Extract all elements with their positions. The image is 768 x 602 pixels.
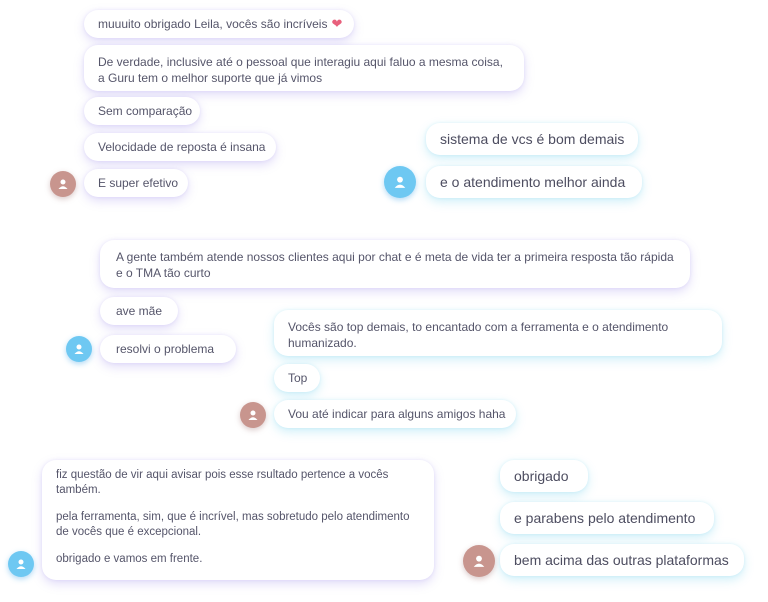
user-icon <box>50 171 76 197</box>
message-text: Top <box>288 371 308 385</box>
heart-icon: ❤ <box>331 16 343 31</box>
chat-bubble: bem acima das outras plataformas <box>500 544 744 576</box>
chat-bubble: muuuito obrigado Leila, vocês são incrív… <box>84 10 354 38</box>
user-icon <box>66 336 92 362</box>
chat-bubble: ave mãe <box>100 297 178 325</box>
chat-bubble: sistema de vcs é bom demais <box>426 123 638 155</box>
message-text: Vou até indicar para alguns amigos haha <box>288 407 506 421</box>
chat-bubble: Vocês são top demais, to encantado com a… <box>274 310 722 356</box>
chat-bubble: e parabens pelo atendimento <box>500 502 714 534</box>
chat-bubble: resolvi o problema <box>100 335 236 363</box>
chat-bubble: fiz questão de vir aqui avisar pois esse… <box>42 460 434 580</box>
message-paragraph: pela ferramenta, sim, que é incrível, ma… <box>56 511 410 538</box>
message-text: resolvi o problema <box>116 342 215 356</box>
chat-bubble: e o atendimento melhor ainda <box>426 166 642 198</box>
message-text: bem acima das outras plataformas <box>514 552 729 568</box>
message-text: E super efetivo <box>98 176 179 190</box>
message-paragraph: fiz questão de vir aqui avisar pois esse… <box>56 469 389 496</box>
chat-bubble: De verdade, inclusive até o pessoal que … <box>84 45 524 91</box>
message-text: sistema de vcs é bom demais <box>440 131 625 147</box>
message-text: Velocidade de reposta é insana <box>98 140 266 154</box>
chat-bubble: Vou até indicar para alguns amigos haha <box>274 400 516 428</box>
message-text: e parabens pelo atendimento <box>514 510 696 526</box>
message-text: A gente também atende nossos clientes aq… <box>116 250 674 280</box>
chat-bubble: Top <box>274 364 320 392</box>
message-text: Sem comparação <box>98 104 193 118</box>
message-text: e o atendimento melhor ainda <box>440 174 626 190</box>
chat-bubble: E super efetivo <box>84 169 188 197</box>
user-icon <box>384 166 416 198</box>
chat-bubble: Sem comparação <box>84 97 200 125</box>
chat-bubble: A gente também atende nossos clientes aq… <box>100 240 690 288</box>
chat-bubble: Velocidade de reposta é insana <box>84 133 276 161</box>
message-text: De verdade, inclusive até o pessoal que … <box>98 55 503 85</box>
user-icon <box>463 545 495 577</box>
user-icon <box>8 551 34 577</box>
message-paragraph: obrigado e vamos em frente. <box>56 553 203 565</box>
message-text: obrigado <box>514 468 569 484</box>
user-icon <box>240 402 266 428</box>
message-text: muuuito obrigado Leila, vocês são incrív… <box>98 17 328 31</box>
message-text: ave mãe <box>116 304 163 318</box>
chat-bubble: obrigado <box>500 460 588 492</box>
message-text: Vocês são top demais, to encantado com a… <box>288 320 669 350</box>
